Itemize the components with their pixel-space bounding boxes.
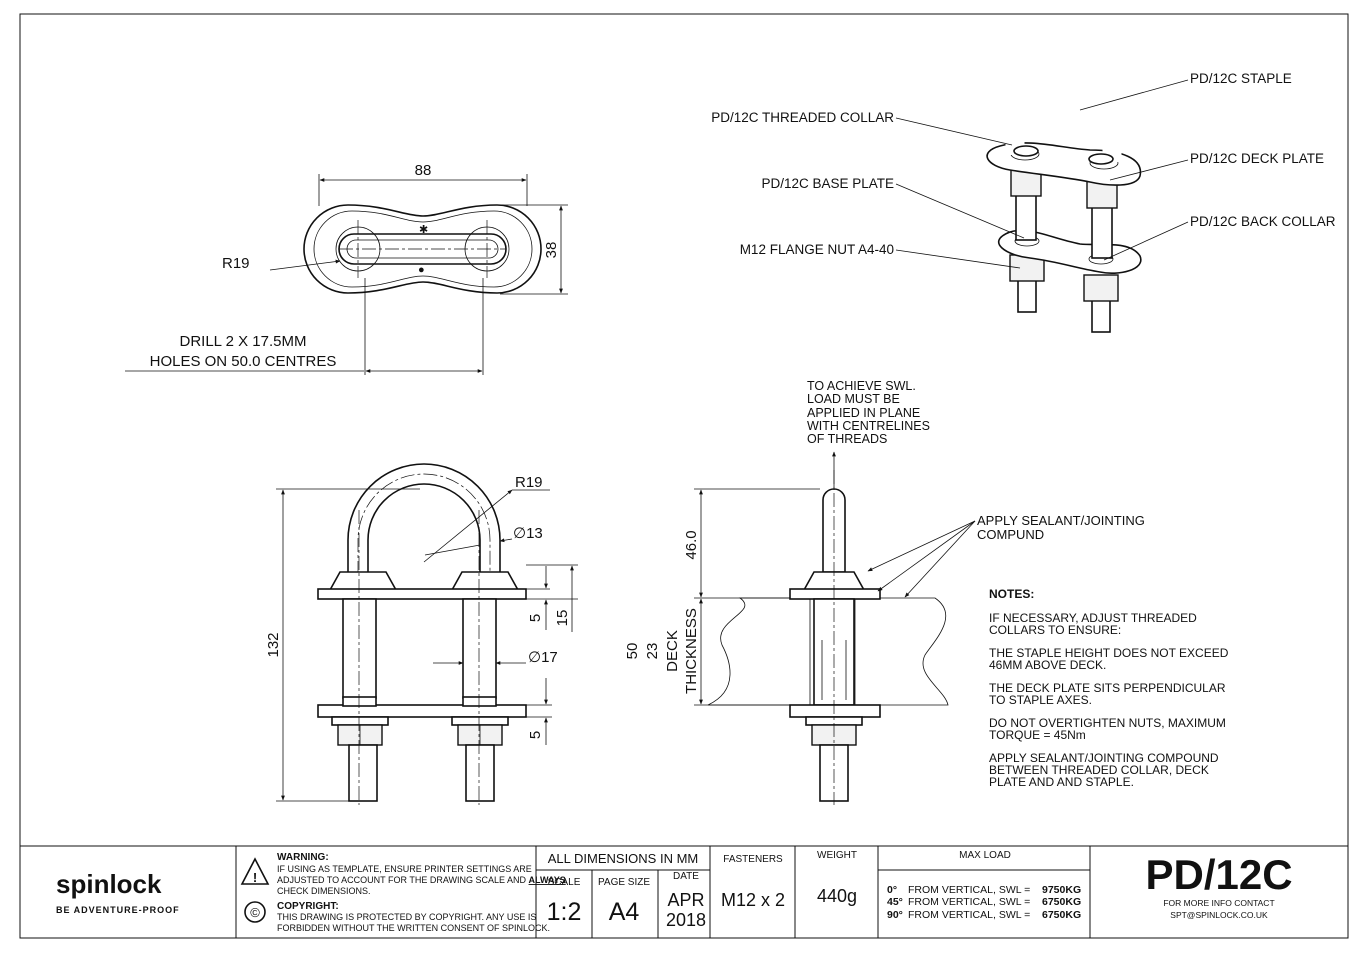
radius-label: R19 [222, 255, 250, 272]
copyright-line1: THIS DRAWING IS PROTECTED BY COPYRIGHT. … [277, 912, 536, 922]
warning-icon: ! [240, 857, 270, 885]
sealant-line2: COMPUND [977, 527, 1044, 542]
all-dims-label: ALL DIMENSIONS IN MM [548, 851, 698, 866]
svg-text:FROM VERTICAL, SWL =: FROM VERTICAL, SWL = [908, 896, 1030, 908]
title-block: spinlock BE ADVENTURE-PROOF ! WARNING: I… [56, 846, 1293, 938]
front-view: 132 R19 ∅13 ∅17 5 15 5 [265, 463, 578, 805]
label-deck-plate: PD/12C DECK PLATE [1190, 151, 1324, 166]
label-flange-nut: M12 FLANGE NUT A4-40 [740, 242, 894, 257]
dim-5-bottom: 5 [527, 731, 544, 739]
svg-text:✱: ✱ [419, 224, 428, 236]
rod-diameter: ∅13 [513, 525, 543, 542]
copyright-symbol: © [250, 905, 260, 920]
copyright-icon [244, 901, 266, 923]
svg-text:!: ! [253, 870, 257, 885]
svg-text:45°: 45° [887, 896, 903, 908]
drill-note-line2: HOLES ON 50.0 CENTRES [150, 353, 337, 370]
height-dim: 38 [543, 242, 560, 259]
load-row-0: 0° FROM VERTICAL, SWL = 9750KG [887, 884, 1081, 896]
thickness-label: THICKNESS [683, 608, 700, 694]
svg-text:6750KG: 6750KG [1042, 896, 1081, 908]
max-load-label: MAX LOAD [959, 850, 1011, 861]
hole-diameter: ∅17 [528, 649, 558, 666]
brand-tagline: BE ADVENTURE-PROOF [56, 905, 180, 915]
arch-radius: R19 [515, 474, 543, 491]
svg-text:FROM VERTICAL, SWL =: FROM VERTICAL, SWL = [908, 884, 1030, 896]
note-1: IF NECESSARY, ADJUST THREADED COLLARS TO… [989, 611, 1200, 637]
part-number: PD/12C [1145, 851, 1292, 898]
contact-line1: FOR MORE INFO CONTACT [1163, 898, 1274, 908]
top-view: ✱ ● 88 38 R19 DRILL 2 X 17.5MM HOLES ON … [125, 162, 568, 375]
warning-line2: ADJUSTED TO ACCOUNT FOR THE DRAWING SCAL… [277, 875, 566, 885]
sealant-line1: APPLY SEALANT/JOINTING [977, 513, 1145, 528]
brand-logo: spinlock [56, 869, 162, 899]
warning-line3: CHECK DIMENSIONS. [277, 886, 371, 896]
load-note: TO ACHIEVE SWL. LOAD MUST BE APPLIED IN … [807, 379, 933, 446]
svg-text:0°: 0° [887, 884, 897, 896]
svg-text:●: ● [418, 264, 425, 276]
date-year: 2018 [666, 910, 706, 930]
svg-text:90°: 90° [887, 909, 903, 921]
svg-text:FROM VERTICAL, SWL =: FROM VERTICAL, SWL = [908, 909, 1030, 921]
notes: NOTES: IF NECESSARY, ADJUST THREADED COL… [989, 587, 1232, 789]
notes-title: NOTES: [989, 587, 1034, 601]
scale-value: 1:2 [547, 898, 582, 926]
copyright-title: COPYRIGHT: [277, 901, 339, 912]
label-threaded-collar: PD/12C THREADED COLLAR [711, 110, 894, 125]
page-size-value: A4 [609, 898, 640, 926]
warning-line1: IF USING AS TEMPLATE, ENSURE PRINTER SET… [277, 864, 532, 874]
note-2: THE STAPLE HEIGHT DOES NOT EXCEED 46MM A… [989, 646, 1232, 672]
load-row-45: 45° FROM VERTICAL, SWL = 6750KG [887, 896, 1081, 908]
date-month: APR [667, 890, 704, 910]
warning-title: WARNING: [277, 852, 329, 863]
page-size-label: PAGE SIZE [598, 877, 650, 888]
drill-note-line1: DRILL 2 X 17.5MM [180, 333, 307, 350]
label-base-plate: PD/12C BASE PLATE [761, 176, 894, 191]
svg-text:9750KG: 9750KG [1042, 884, 1081, 896]
fasteners-label: FASTENERS [723, 854, 783, 865]
overall-height-dim: 132 [265, 632, 282, 657]
width-dim: 88 [415, 162, 432, 179]
load-row-90: 90° FROM VERTICAL, SWL = 6750KG [887, 909, 1081, 921]
note-3: THE DECK PLATE SITS PERPENDICULAR TO STA… [989, 681, 1229, 707]
note-4: DO NOT OVERTIGHTEN NUTS, MAXIMUM TORQUE … [989, 716, 1229, 742]
svg-text:6750KG: 6750KG [1042, 909, 1081, 921]
scale-label: SCALE [548, 877, 581, 888]
contact-email: SPT@SPINLOCK.CO.UK [1170, 910, 1268, 920]
staple-height: 46.0 [683, 530, 700, 559]
isometric-view: PD/12C STAPLE PD/12C THREADED COLLAR PD/… [711, 67, 1336, 333]
fasteners-value: M12 x 2 [721, 890, 785, 910]
sheet-border [19, 13, 1349, 939]
label-back-collar: PD/12C BACK COLLAR [1190, 214, 1336, 229]
note-5: APPLY SEALANT/JOINTING COMPOUND BETWEEN … [989, 751, 1222, 789]
weight-label: WEIGHT [817, 850, 857, 861]
deck-thickness-min: 23 [644, 643, 661, 660]
side-view: TO ACHIEVE SWL. LOAD MUST BE APPLIED IN … [624, 379, 1145, 805]
copyright-line2: FORBIDDEN WITHOUT THE WRITTEN CONSENT OF… [277, 923, 550, 933]
label-staple: PD/12C STAPLE [1190, 71, 1292, 86]
weight-value: 440g [817, 886, 857, 906]
date-label: DATE [673, 871, 699, 882]
deck-label: DECK [664, 630, 681, 672]
dim-5-top: 5 [527, 614, 544, 622]
deck-thickness-max: 50 [624, 643, 641, 660]
dim-15: 15 [554, 610, 571, 627]
